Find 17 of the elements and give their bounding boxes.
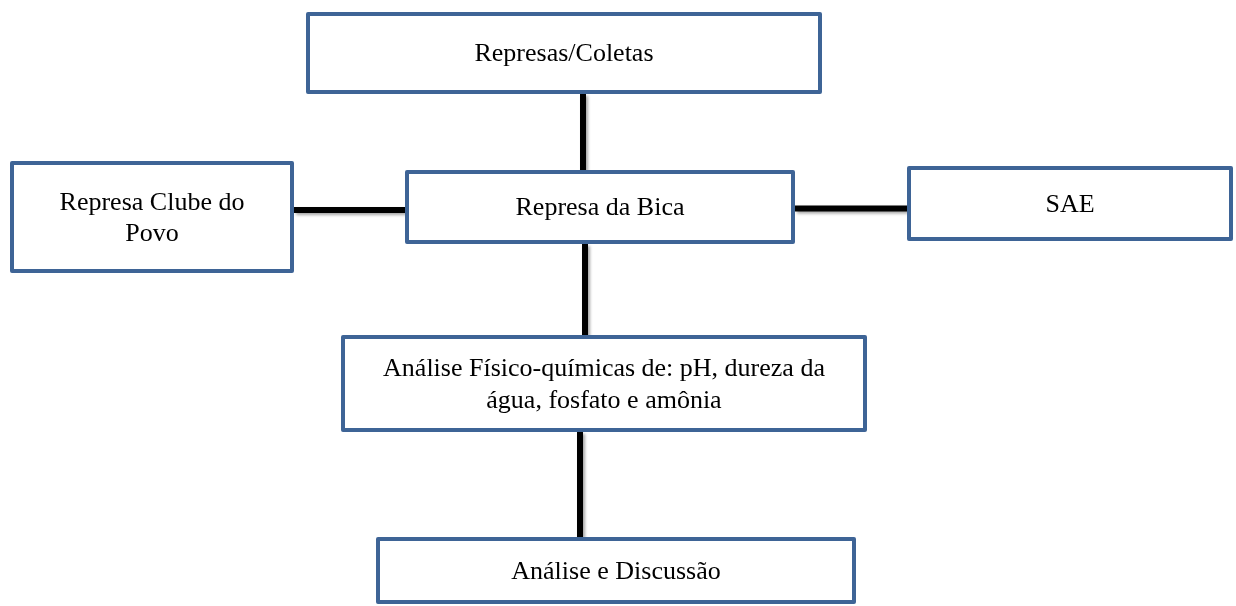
process-box (405, 170, 795, 244)
process-box (376, 537, 856, 604)
process-box (907, 166, 1233, 241)
connector-line (294, 207, 405, 213)
box-label: Represas/Coletas (474, 37, 654, 69)
process-box (341, 335, 867, 432)
connector-line (795, 205, 907, 212)
box-label: Análise e Discussão (511, 554, 721, 587)
box-label: Análise Físico-químicas de: pH, dureza da água, fosfato e amônia (382, 352, 826, 415)
connector-line (577, 432, 583, 537)
box-label: SAE (1045, 187, 1095, 220)
process-box (10, 161, 294, 273)
box-label: Represa da Bica (515, 191, 685, 223)
process-box (306, 12, 822, 94)
connector-line (582, 244, 588, 335)
connector-line (580, 94, 586, 170)
box-label: Represa Clube do Povo (58, 185, 246, 249)
